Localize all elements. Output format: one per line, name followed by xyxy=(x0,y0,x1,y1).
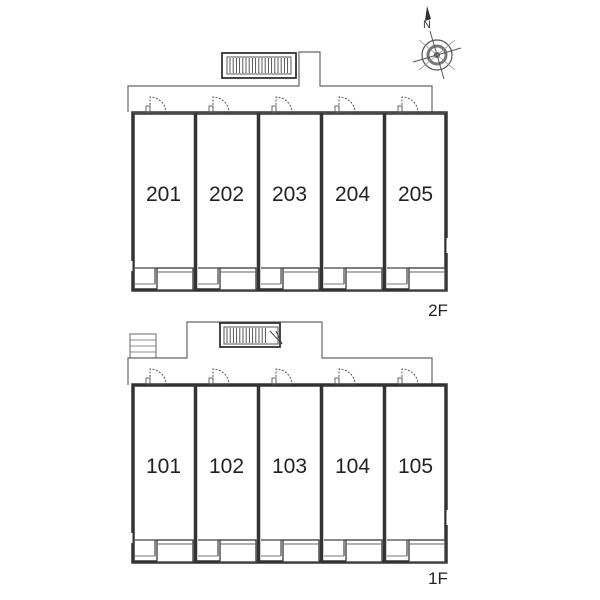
room-number-label: 205 xyxy=(398,183,433,206)
room-number-label: 101 xyxy=(146,455,181,478)
room-101: 101 xyxy=(135,368,198,563)
room-number-label: 104 xyxy=(335,455,370,478)
door-203-icon xyxy=(271,96,293,113)
balcony-102 xyxy=(198,539,257,563)
corridor-2f xyxy=(127,51,433,112)
room-103: 103 xyxy=(261,368,324,563)
door-201-icon xyxy=(145,96,167,113)
floor-2f: 201 202 203 204 205 2F xyxy=(127,51,450,320)
balcony-105 xyxy=(387,539,446,563)
door-102-icon xyxy=(208,368,230,385)
door-205-icon xyxy=(397,96,419,113)
balcony-205 xyxy=(387,267,446,291)
balcony-201 xyxy=(135,267,194,291)
room-number-label: 105 xyxy=(398,455,433,478)
door-101-icon xyxy=(145,368,167,385)
door-202-icon xyxy=(208,96,230,113)
room-203: 203 xyxy=(261,96,324,291)
balcony-103 xyxy=(261,539,320,563)
room-204: 204 xyxy=(324,96,387,291)
staircase-1f-icon xyxy=(219,322,283,348)
balcony-101 xyxy=(135,539,194,563)
room-104: 104 xyxy=(324,368,387,563)
floor-label-2f: 2F xyxy=(428,301,448,320)
staircase-2f-icon xyxy=(221,52,297,79)
floor-1f: 101 102 103 104 105 1F xyxy=(127,321,450,588)
door-204-icon xyxy=(334,96,356,113)
balcony-202 xyxy=(198,267,257,291)
room-number-label: 103 xyxy=(272,455,307,478)
room-205: 205 xyxy=(387,96,446,291)
balcony-203 xyxy=(261,267,320,291)
door-103-icon xyxy=(271,368,293,385)
balcony-204 xyxy=(324,267,383,291)
compass-north-label: N xyxy=(423,19,431,31)
door-104-icon xyxy=(334,368,356,385)
floor-label-1f: 1F xyxy=(428,569,448,588)
entrance-steps-icon xyxy=(129,333,157,359)
room-number-label: 201 xyxy=(146,183,181,206)
room-102: 102 xyxy=(198,368,261,563)
room-number-label: 102 xyxy=(209,455,244,478)
room-number-label: 203 xyxy=(272,183,307,206)
compass-icon: N xyxy=(412,6,462,80)
room-number-label: 202 xyxy=(209,183,244,206)
room-202: 202 xyxy=(198,96,261,291)
room-number-label: 204 xyxy=(335,183,370,206)
balcony-104 xyxy=(324,539,383,563)
room-105: 105 xyxy=(387,368,446,563)
door-105-icon xyxy=(397,368,419,385)
room-201: 201 xyxy=(135,96,198,291)
